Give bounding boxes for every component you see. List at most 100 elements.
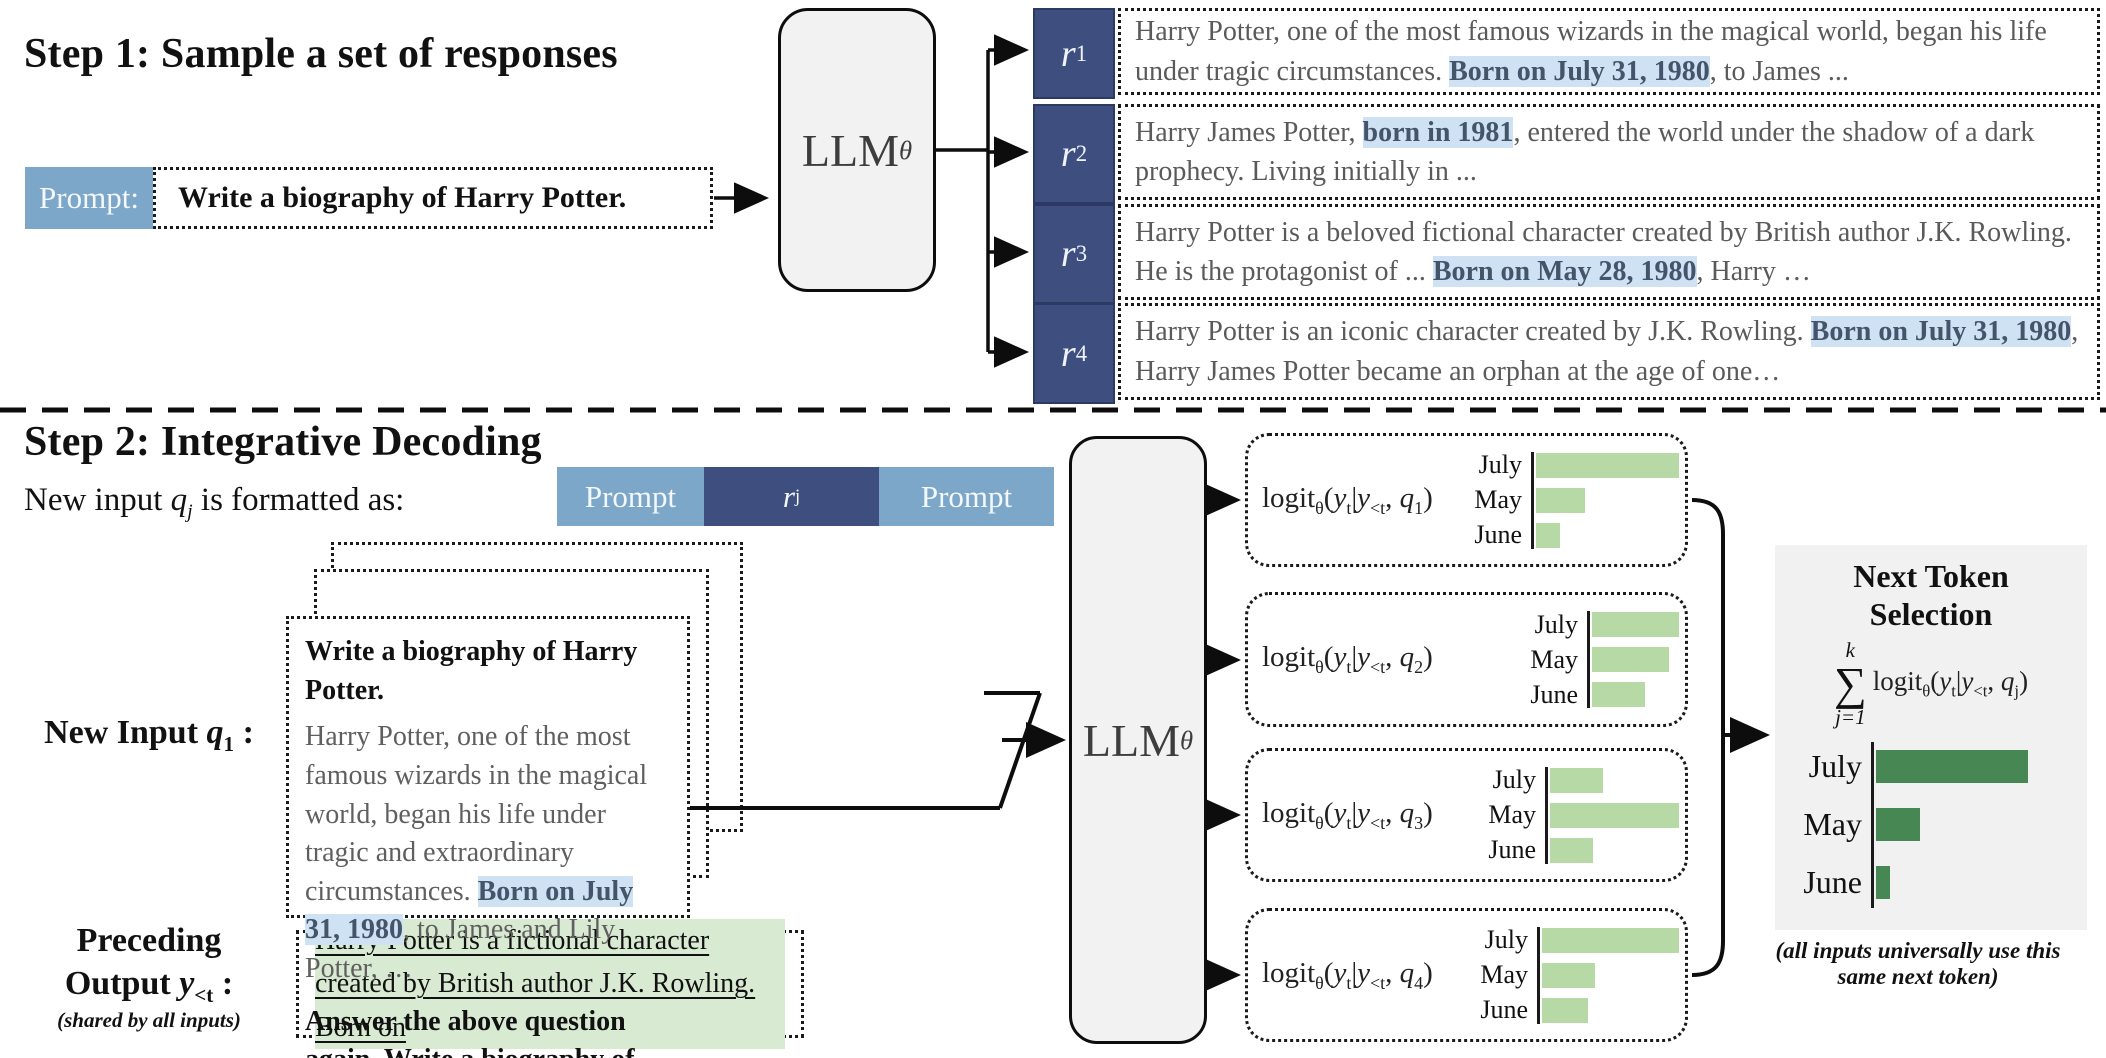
new-input-label: New Input q1 :: [44, 714, 254, 756]
text-span: Harry Potter, one of the most famous wiz…: [1135, 16, 2047, 87]
response-text-r1: Harry Potter, one of the most famous wiz…: [1118, 8, 2100, 95]
bar: [1536, 452, 1679, 478]
highlighted-span: Born on May 28, 1980: [1432, 256, 1697, 287]
bar: [1876, 808, 1920, 842]
bar: [1542, 927, 1679, 953]
logit-formula-q4: logitθ(yt|y<t, q4): [1262, 956, 1433, 993]
bar-row: May: [1459, 483, 1679, 518]
bar-label: June: [1474, 520, 1522, 549]
bar-label: July: [1534, 609, 1578, 639]
bar: [1536, 522, 1560, 548]
bar-row: June: [1465, 993, 1679, 1028]
bar-label: May: [1803, 806, 1862, 843]
text-span: Harry James Potter,: [1135, 116, 1363, 148]
bar-label: May: [1488, 800, 1536, 829]
bar: [1542, 962, 1595, 988]
card-question: Write a biography of Harry Potter.: [305, 636, 638, 706]
card-response: Harry Potter, one of the most famous wiz…: [305, 718, 671, 988]
format-line-label: New input qj is formatted as:: [24, 482, 405, 523]
bar-row: May: [1775, 796, 2087, 854]
step2-title: Step 2: Integrative Decoding: [24, 419, 542, 465]
text-span: Harry Potter, one of the most famous wiz…: [305, 721, 648, 907]
bar-row: June: [1459, 518, 1679, 553]
bar: [1536, 487, 1585, 513]
bar-row: July: [1459, 448, 1679, 483]
response-text-r2: Harry James Potter, born in 1981, entere…: [1118, 104, 2100, 200]
bar-label: June: [1803, 864, 1862, 901]
bar-row: May: [1465, 958, 1679, 993]
format-box-prompt-right: Prompt: [879, 467, 1054, 526]
logit-formula-q3: logitθ(yt|y<t, q3): [1262, 796, 1433, 833]
bar-label: July: [1478, 450, 1522, 479]
text-span: , to James and Lily Potter, …: [305, 914, 616, 984]
bar-row: May: [1515, 642, 1679, 677]
card-instruction: Answer the above question again. Write a…: [305, 1005, 635, 1058]
bar: [1542, 997, 1588, 1023]
text-span: , Harry James Potter became an orphan at…: [1135, 316, 2079, 387]
highlighted-span: Born on July 31, 1980: [1449, 55, 1710, 87]
bar-label: July: [1484, 925, 1528, 954]
response-text-r4: Harry Potter is an iconic character crea…: [1118, 303, 2100, 400]
text-span: , Harry …: [1696, 256, 1811, 287]
selection-note: (all inputs universally use this same ne…: [1775, 938, 2061, 989]
bar-row: July: [1473, 763, 1679, 798]
sum-formula: k ∑ j=1 logitθ(yt|y<t, qj): [1833, 637, 2029, 729]
highlighted-span: born in 1981: [1362, 116, 1514, 148]
bar-label: May: [1474, 485, 1522, 514]
step1-title: Step 1: Sample a set of responses: [24, 31, 618, 77]
bar: [1876, 866, 1890, 900]
bar: [1592, 682, 1645, 707]
prompt-text-box: Write a biography of Harry Potter.: [153, 167, 713, 229]
highlighted-span: Born on July 31, 1980: [1810, 316, 2072, 348]
prompt-label-box: Prompt:: [25, 167, 153, 229]
text-span: , entered the world under the shadow of …: [1135, 116, 2035, 187]
merge-diagonal: [998, 692, 1042, 809]
bracket-logits: [1691, 498, 1725, 977]
bar-label: July: [1492, 765, 1536, 794]
next-token-panel: Next Token Selection k ∑ j=1 logitθ(yt|y…: [1775, 545, 2087, 930]
bar-label: July: [1808, 748, 1862, 785]
bar-row: June: [1473, 833, 1679, 868]
bar-row: June: [1515, 677, 1679, 712]
preceding-shared-note: (shared by all inputs): [57, 1007, 241, 1032]
bar: [1550, 767, 1603, 793]
bar-row: July: [1515, 607, 1679, 642]
bar-label: May: [1530, 644, 1578, 674]
format-box-prompt-left: Prompt: [557, 467, 704, 526]
text-span: , to James ...: [1709, 55, 1849, 87]
bar: [1592, 612, 1679, 637]
logit-formula-q2: logitθ(yt|y<t, q2): [1262, 641, 1433, 677]
bar-label: June: [1530, 679, 1578, 709]
prompt-text: Write a biography of Harry Potter.: [178, 181, 627, 214]
bar-label: June: [1488, 835, 1536, 864]
bar: [1592, 647, 1669, 672]
bar: [1550, 802, 1679, 828]
bar-label: June: [1480, 995, 1528, 1024]
text-span: Harry Potter is a beloved fictional char…: [1135, 216, 2072, 287]
bar-row: June: [1775, 854, 2087, 912]
next-token-title: Next Token Selection: [1853, 558, 2009, 633]
preceding-output-label: Preceding Output y<t : (shared by all in…: [8, 920, 290, 1033]
input-card-front: Write a biography of Harry Potter. Harry…: [286, 616, 690, 1058]
text-span: Harry Potter is an iconic character crea…: [1135, 316, 1811, 348]
bar: [1550, 837, 1593, 863]
bar-label: May: [1480, 960, 1528, 989]
response-text-r3: Harry Potter is a beloved fictional char…: [1118, 204, 2100, 300]
bar-row: July: [1775, 738, 2087, 796]
bar-row: May: [1473, 798, 1679, 833]
